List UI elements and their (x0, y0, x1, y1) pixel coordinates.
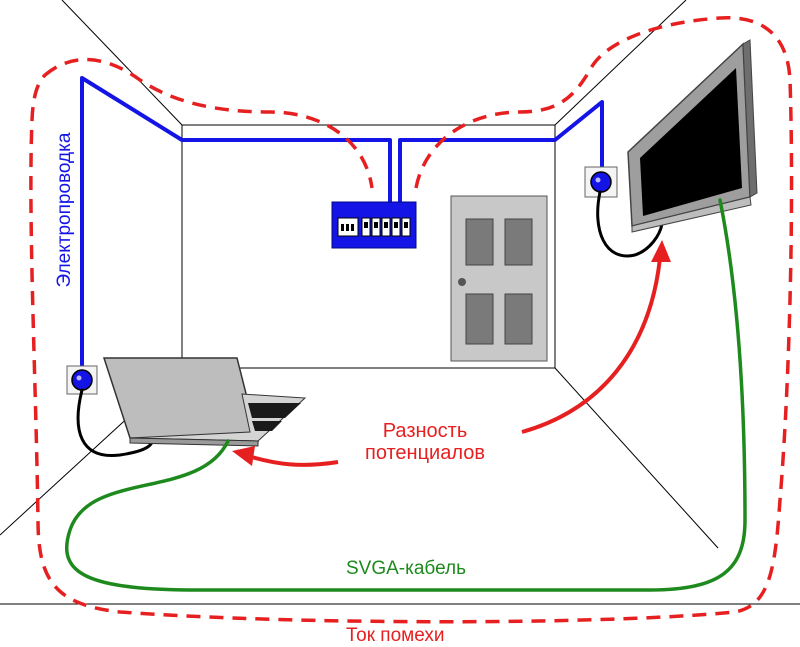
potential-label-line1: Разность (382, 420, 468, 442)
arrow-to-monitor (521, 257, 662, 434)
arrow-head-monitor-icon (651, 240, 671, 262)
room-edge-top-left (61, 0, 183, 126)
room-back-wall (181, 124, 556, 369)
power-cords (76, 190, 664, 458)
arrow-head-laptop-icon (232, 446, 255, 466)
laptop-power-cord (76, 388, 154, 458)
room-outline (0, 0, 800, 605)
potential-arrows (232, 240, 671, 467)
svga-cable (64, 198, 747, 592)
wiring-left-run (80, 76, 392, 373)
noise-current-loop (29, 16, 794, 624)
power-socket-left (66, 365, 98, 395)
laptop-icon (102, 357, 307, 447)
potential-difference-label: Разность потенциалов (350, 420, 500, 464)
noise-current-label: Ток помехи (346, 625, 445, 646)
svga-cable-label: SVGA-кабель (346, 558, 467, 579)
breaker-panel-icon (331, 201, 417, 249)
door-icon (450, 195, 548, 362)
arrow-to-laptop (247, 454, 339, 467)
room-edge-bottom-right (554, 367, 719, 549)
monitor-power-cord (596, 190, 664, 258)
electrical-wiring (80, 76, 604, 373)
monitor-icon (627, 39, 758, 233)
potential-label-line2: потенциалов (364, 442, 485, 464)
wiring-label: Электропроводка (54, 132, 75, 288)
room-edge-top-right (554, 0, 687, 126)
laptop-keyboard (248, 403, 301, 431)
wiring-right-run (398, 100, 604, 205)
